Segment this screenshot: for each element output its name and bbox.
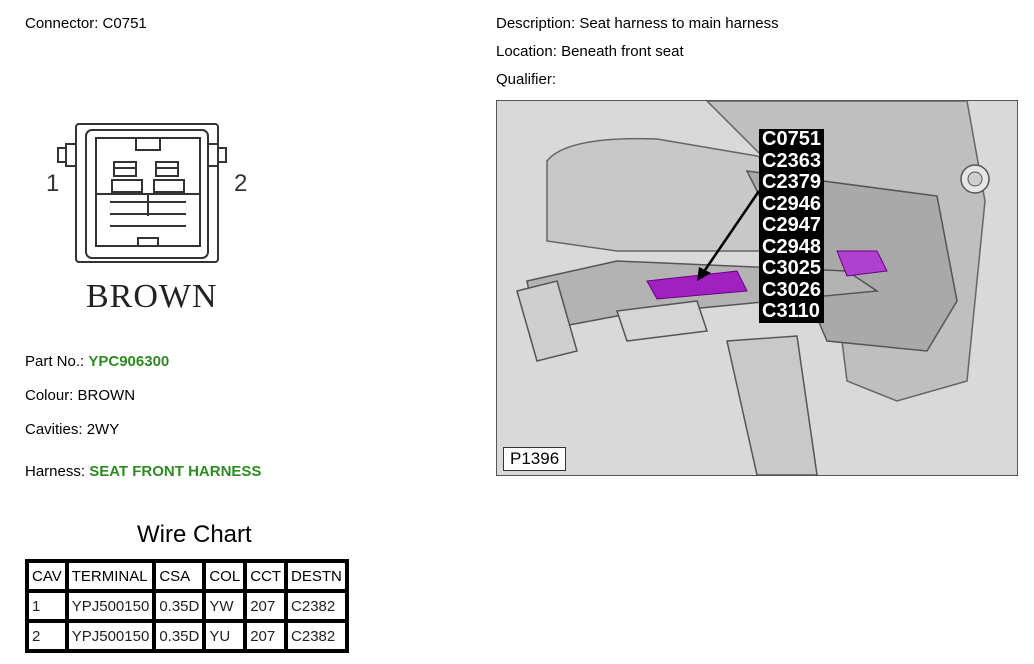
- table-cell: C2382: [286, 591, 347, 621]
- table-cell: YU: [204, 621, 246, 651]
- location-value: Beneath front seat: [561, 43, 684, 60]
- table-row: 2 YPJ500150 0.35D YU 207 C2382: [27, 621, 347, 651]
- location-line: Location: Beneath front seat: [496, 43, 684, 60]
- connector-code: C2379: [762, 171, 821, 193]
- colour-label: Colour:: [25, 387, 74, 404]
- connector-code: C0751: [762, 128, 821, 150]
- connector-id: C0751: [102, 15, 147, 32]
- column-header: COL: [204, 561, 246, 591]
- pin-2-label: 2: [234, 170, 248, 197]
- part-number-label: Part No.:: [25, 353, 85, 370]
- colour-line: Colour: BROWN: [25, 387, 135, 404]
- connector-code: C3110: [762, 300, 820, 322]
- table-cell: 1: [27, 591, 67, 621]
- qualifier-label: Qualifier:: [496, 71, 557, 88]
- harness-value: SEAT FRONT HARNESS: [89, 463, 262, 480]
- part-number-line: Part No.: YPC906300: [25, 353, 169, 370]
- description-value: Seat harness to main harness: [579, 15, 779, 32]
- seat-illustration: [516, 101, 990, 475]
- pin-1-label: 1: [46, 170, 60, 197]
- cavities-line: Cavities: 2WY: [25, 421, 119, 438]
- wire-chart-title: Wire Chart: [137, 521, 252, 548]
- column-header: CCT: [245, 561, 287, 591]
- connector-code: C2948: [762, 235, 821, 258]
- table-row: 1 YPJ500150 0.35D YW 207 C2382: [27, 591, 347, 621]
- picture-reference: P1396: [503, 447, 567, 471]
- qualifier-line: Qualifier:: [496, 71, 556, 88]
- connector-colour-caption: BROWN: [86, 278, 218, 315]
- column-header: CAV: [27, 561, 67, 591]
- connector-label: Connector:: [25, 15, 99, 32]
- table-cell: 207: [245, 591, 287, 621]
- column-header: CSA: [154, 561, 205, 591]
- connector-code: C3025: [762, 257, 821, 279]
- connector-code: C2363: [762, 149, 821, 172]
- connector-heading: Connector: C0751: [25, 15, 147, 32]
- table-cell: YW: [204, 591, 246, 621]
- description-line: Description: Seat harness to main harnes…: [496, 15, 779, 32]
- cavities-label: Cavities:: [25, 421, 83, 438]
- location-label: Location:: [496, 43, 557, 60]
- column-header: TERMINAL: [66, 561, 155, 591]
- table-cell: 207: [245, 621, 287, 651]
- harness-line: Harness: SEAT FRONT HARNESS: [25, 463, 261, 480]
- part-number-value: YPC906300: [88, 353, 170, 370]
- cavities-value: 2WY: [86, 421, 120, 438]
- column-header: DESTN: [286, 561, 347, 591]
- table-cell: 0.35D: [154, 621, 205, 651]
- connector-code: C2946: [762, 192, 821, 215]
- connector-code: C3026: [762, 278, 821, 301]
- table-cell: YPJ500150: [66, 621, 155, 651]
- table-cell: 0.35D: [154, 591, 205, 621]
- description-label: Description:: [496, 15, 576, 32]
- table-header-row: CAV TERMINAL CSA COL CCT DESTN: [27, 561, 347, 591]
- connector-face-diagram: [57, 123, 227, 263]
- table-cell: 2: [27, 621, 67, 651]
- location-picture: C0751 C2363 C2379 C2946 C2947 C2948 C302…: [496, 100, 1018, 476]
- colour-value: BROWN: [77, 387, 136, 404]
- connector-code: C2947: [762, 214, 821, 236]
- wire-chart-table: CAV TERMINAL CSA COL CCT DESTN 1 YPJ5001…: [25, 559, 349, 653]
- table-cell: C2382: [286, 621, 347, 651]
- harness-label: Harness:: [25, 463, 86, 480]
- table-cell: YPJ500150: [66, 591, 155, 621]
- connector-code-list: C0751 C2363 C2379 C2946 C2947 C2948 C302…: [759, 128, 824, 323]
